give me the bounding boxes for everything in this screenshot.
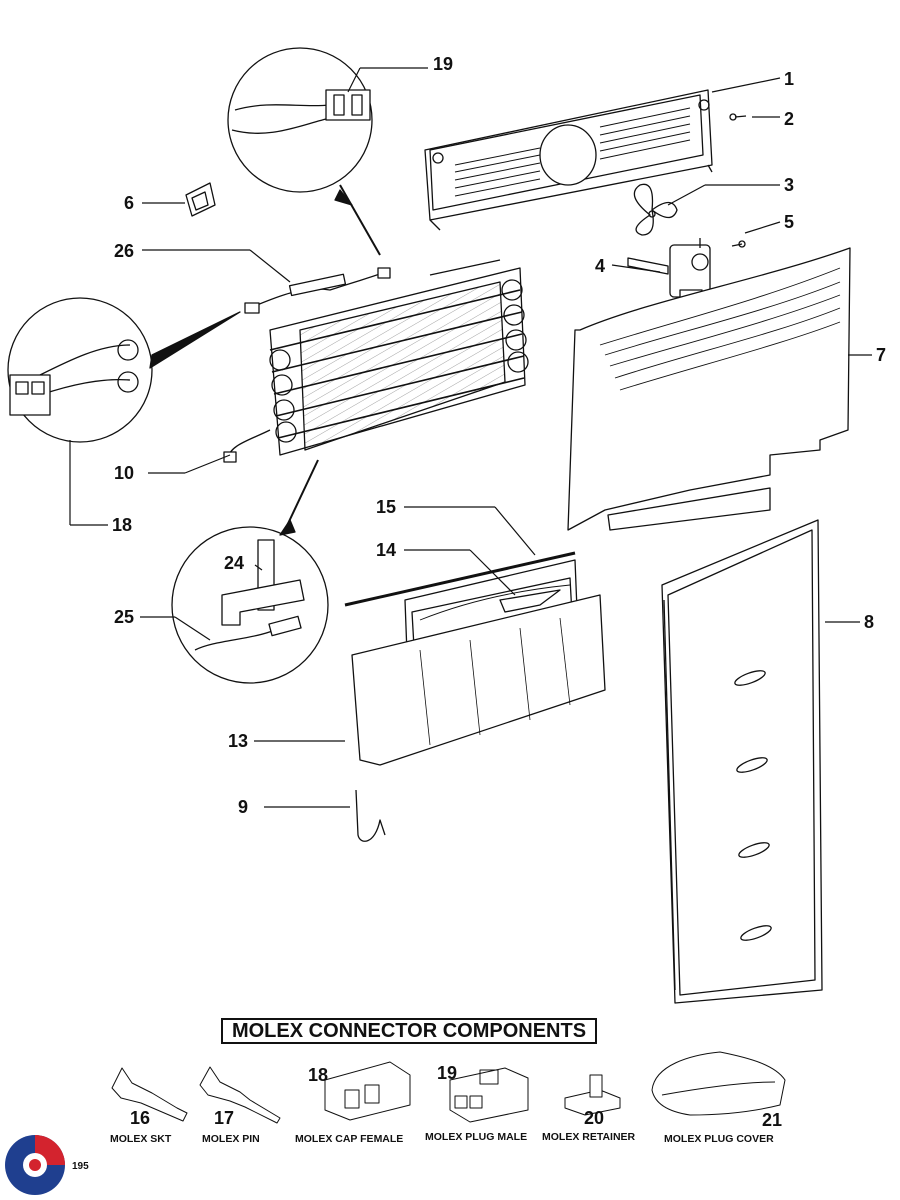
molex-part-20-retainer [564, 1074, 621, 1116]
page-number: 195 [72, 1161, 89, 1172]
evaporator-cover [567, 247, 851, 531]
drawer-assembly [344, 551, 606, 766]
callout-9: 9 [238, 797, 249, 817]
fan-blade [633, 183, 678, 236]
molex-label-18: MOLEX CAP FEMALE [295, 1133, 404, 1145]
molex-number-16: 16 [130, 1108, 151, 1128]
leader-lines [69, 67, 872, 808]
molex-part-17-pin [199, 1066, 281, 1124]
callout-6: 6 [124, 193, 135, 213]
molex-label-20: MOLEX RETAINER [542, 1131, 636, 1143]
callout-14: 14 [376, 540, 397, 560]
callout-1: 1 [784, 69, 795, 89]
molex-number-17: 17 [214, 1108, 235, 1128]
evaporator-assembly [223, 259, 529, 463]
callout-26: 26 [114, 241, 135, 261]
molex-label-21: MOLEX PLUG COVER [664, 1133, 774, 1145]
callout-5: 5 [784, 212, 795, 232]
molex-label-16: MOLEX SKT [110, 1133, 172, 1145]
fan-grille-panel [424, 89, 713, 231]
door-panel [661, 519, 823, 1004]
detail-circle-19 [227, 47, 381, 256]
callout-10: 10 [114, 463, 135, 483]
brand-logo [5, 1135, 65, 1195]
molex-part-19-plug [449, 1067, 529, 1123]
molex-label-19: MOLEX PLUG MALE [425, 1131, 528, 1143]
detail-circle-24-25 [171, 459, 329, 684]
wire-clip-9 [355, 789, 386, 842]
molex-part-18-cap [324, 1061, 411, 1121]
callout-3: 3 [784, 175, 795, 195]
callout-4: 4 [595, 256, 606, 276]
molex-part-16-skt [111, 1067, 188, 1122]
callout-25: 25 [114, 607, 135, 627]
callout-15: 15 [376, 497, 397, 517]
callout-8: 8 [864, 612, 875, 632]
molex-number-21: 21 [762, 1110, 783, 1130]
callout-13: 13 [228, 731, 249, 751]
molex-number-20: 20 [584, 1108, 605, 1128]
molex-part-21-cover [651, 1051, 786, 1116]
callout-24: 24 [224, 553, 245, 573]
molex-label-17: MOLEX PIN [202, 1133, 260, 1145]
screw-5 [731, 240, 746, 248]
small-clip-6 [185, 182, 216, 217]
callout-7: 7 [876, 345, 887, 365]
molex-section-title: MOLEX CONNECTOR COMPONENTS [221, 1018, 597, 1044]
callout-19: 19 [433, 54, 454, 74]
callout-2: 2 [784, 109, 795, 129]
molex-number-18: 18 [308, 1065, 329, 1085]
detail-circle-18 [7, 297, 241, 443]
molex-number-19: 19 [437, 1063, 458, 1083]
callout-18: 18 [112, 515, 133, 535]
screw-2 [729, 113, 747, 121]
